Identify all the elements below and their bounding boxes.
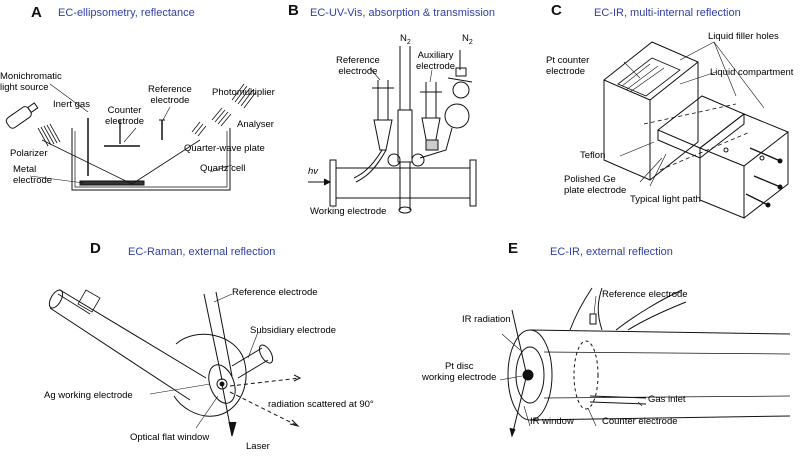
panel-a-letter: A: [31, 4, 42, 21]
panel-c-title: EC-IR, multi-internal reflection: [594, 7, 741, 19]
label-counter-electrode: Counter electrode: [105, 105, 145, 127]
label-reference-electrode: Reference electrode: [148, 84, 192, 106]
n2-left-sub: 2: [406, 38, 411, 46]
label-reference-electrode: Reference electrode: [232, 287, 318, 298]
label-radiation-scattered: radiation scattered at 90°: [268, 399, 374, 410]
label-optical-flat-window: Optical flat window: [130, 432, 210, 443]
label-pt-counter-electrode: Pt counter electrode: [546, 55, 590, 77]
panel-c-diagram: [540, 0, 800, 230]
panel-d-letter: D: [90, 240, 101, 257]
panel-b-diagram: [270, 0, 540, 230]
label-n2-right: N2: [462, 33, 473, 48]
label-teflon: Teflon: [580, 150, 606, 161]
panel-b: B EC-UV-Vis, absorption & transmission: [270, 0, 540, 230]
label-laser: Laser: [246, 441, 270, 452]
label-liquid-compartment: Liquid compartment: [710, 67, 794, 78]
n2-right-sub: 2: [468, 38, 473, 46]
label-reference-electrode: Reference electrode: [602, 289, 688, 300]
label-polished-ge-plate-electrode: Polished Ge plate electrode: [564, 174, 627, 196]
panel-d-title: EC-Raman, external reflection: [128, 246, 276, 258]
panel-c-letter: C: [551, 2, 562, 19]
panel-e-diagram: [420, 230, 800, 456]
label-n2-left: N2: [400, 33, 411, 48]
label-pt-disc-working-electrode: Pt disc working electrode: [422, 361, 497, 383]
label-photomultiplier: Photomultiplier: [212, 87, 275, 98]
panel-e-title: EC-IR, external reflection: [550, 246, 673, 258]
label-auxiliary-electrode: Auxiliary electrode: [416, 50, 456, 72]
label-analyser: Analyser: [237, 119, 274, 130]
label-counter-electrode: Counter electrode: [602, 416, 678, 427]
label-reference-electrode: Reference electrode: [336, 55, 380, 77]
panel-b-letter: B: [288, 2, 299, 19]
label-typical-light-path: Typical light path: [630, 194, 701, 205]
n2-left-text: N: [400, 33, 407, 44]
panel-e-letter: E: [508, 240, 519, 257]
label-metal-electrode: Metal electrode: [13, 164, 53, 186]
label-inert-gas: Inert gas: [53, 99, 90, 110]
panel-d-diagram: [0, 230, 420, 456]
label-ag-working-electrode: Ag working electrode: [44, 390, 133, 401]
panel-c: C EC-IR, multi-internal reflection: [540, 0, 800, 230]
label-quartz-cell: Quartz cell: [200, 163, 246, 174]
label-ir-radiation: IR radiation: [462, 314, 511, 325]
label-subsidiary-electrode: Subsidiary electrode: [250, 325, 337, 336]
label-quarter-wave-plate: Quarter-wave plate: [184, 143, 265, 154]
label-polarizer: Polarizer: [10, 148, 48, 159]
n2-right-text: N: [462, 33, 469, 44]
panel-e: E EC-IR, external reflection Refere: [420, 230, 800, 456]
label-working-electrode: Working electrode: [310, 206, 387, 217]
panel-a-diagram: [0, 0, 270, 230]
panel-d: D EC-Raman, external reflection Ref: [0, 230, 420, 456]
panel-b-title: EC-UV-Vis, absorption & transmission: [310, 7, 496, 19]
label-hv: hv: [308, 166, 319, 177]
label-monochromatic-light-source: Monichromatic light source: [0, 71, 62, 93]
panel-a: A EC-ellipsometry, reflectance: [0, 0, 275, 230]
label-liquid-filler-holes: Liquid filler holes: [708, 31, 779, 42]
label-ir-window: IR window: [530, 416, 574, 427]
label-gas-inlet: Gas inlet: [648, 394, 686, 405]
panel-a-title: EC-ellipsometry, reflectance: [58, 7, 195, 19]
